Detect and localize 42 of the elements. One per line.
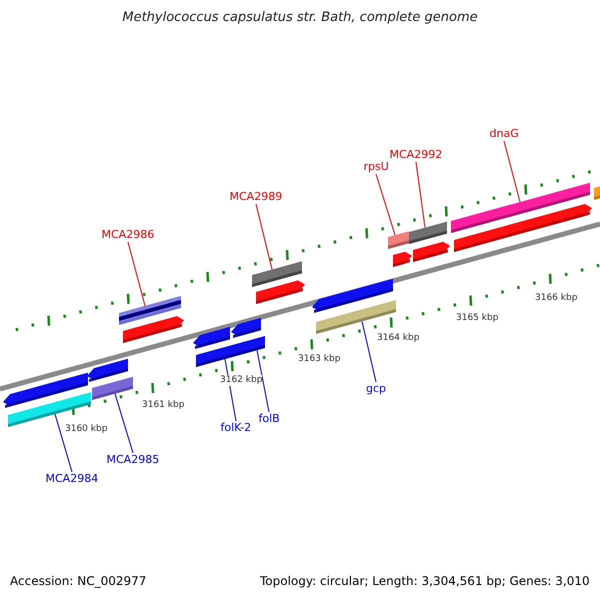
gene-bar	[393, 252, 412, 267]
gene-bar	[454, 204, 592, 252]
scale-label: 3166 kbp	[535, 293, 578, 304]
leader-line	[256, 350, 270, 412]
leader-line	[54, 414, 72, 472]
leader-line	[256, 204, 272, 270]
gene-bar	[193, 326, 230, 349]
footer-text: Topology: circular; Length: 3,304,561 bp; Genes: 3,010	[260, 574, 590, 588]
gene-label: MCA2989	[230, 190, 282, 204]
scale-label: 3162 kbp	[220, 375, 262, 386]
leader-line	[504, 140, 520, 203]
gene-bar	[92, 376, 133, 400]
gene-bar	[312, 278, 393, 313]
footer-text: Accession: NC_002977	[10, 574, 146, 588]
gene-bar	[256, 280, 305, 304]
scale-label: 3161 kbp	[142, 400, 184, 411]
leader-line	[376, 174, 396, 236]
gene-bar	[388, 231, 409, 249]
leader-line	[416, 162, 426, 228]
gene-bar	[231, 318, 261, 338]
title: Methylococcus capsulatus str. Bath, complete genome	[121, 10, 479, 26]
gene-label: MCA2992	[390, 148, 442, 162]
scale-label: 3165 kbp	[456, 313, 498, 324]
gene-bar	[409, 222, 447, 244]
gene-label: dnaG	[490, 127, 519, 141]
scale-label: 3164 kbp	[377, 333, 420, 344]
leader-line	[114, 393, 134, 454]
gene-label: folB	[258, 412, 280, 426]
gene-bar	[87, 358, 128, 382]
gene-label: MCA2984	[46, 472, 98, 486]
gene-label: folK-2	[220, 421, 252, 435]
gene-label: rpsU	[364, 160, 389, 174]
leader-line	[128, 242, 146, 306]
gene-bar	[594, 186, 600, 200]
scale-label: 3163 kbp	[298, 354, 340, 365]
gene-label: MCA2985	[106, 453, 160, 467]
scale-label: 3160 kbp	[65, 424, 108, 435]
gene-label: gcp	[366, 382, 386, 396]
gene-bar	[3, 372, 88, 408]
gene-label: MCA2986	[102, 228, 154, 242]
gene-bar	[123, 316, 184, 343]
leader-line	[362, 320, 376, 382]
